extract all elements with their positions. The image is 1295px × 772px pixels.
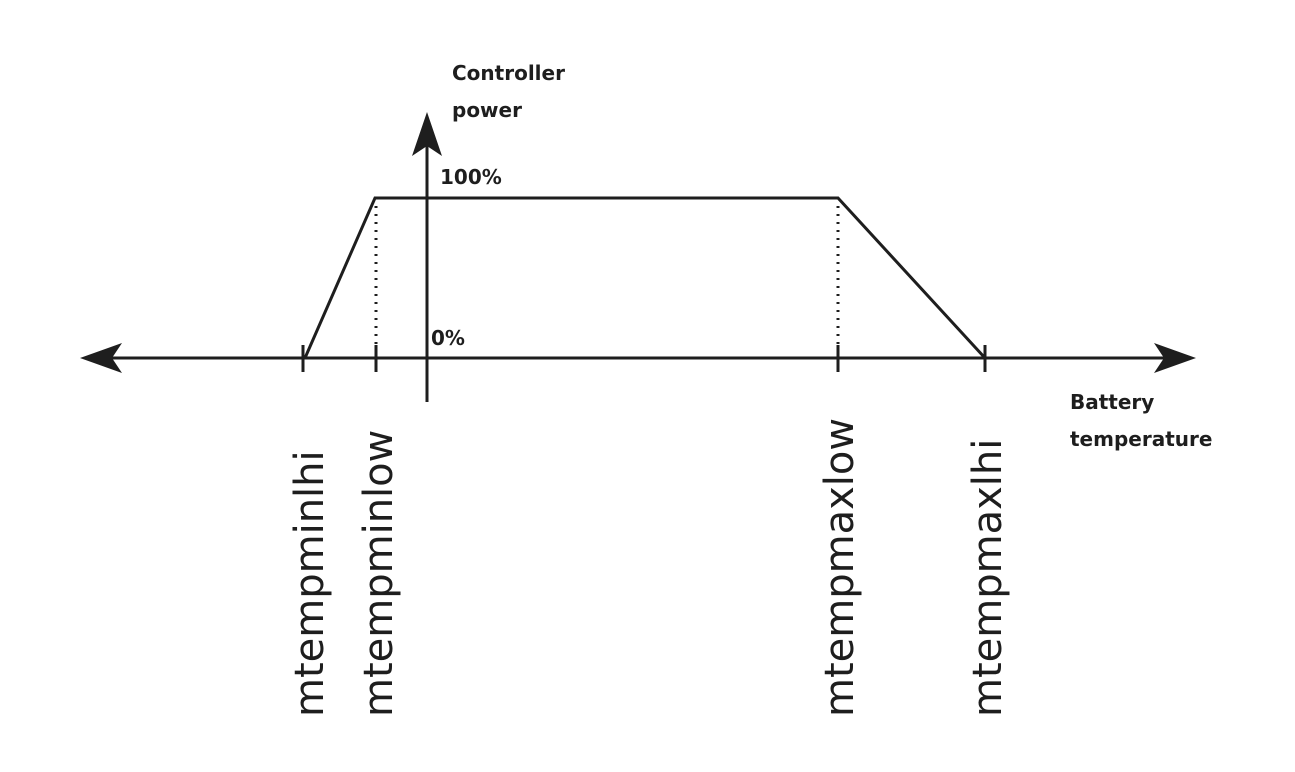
power-curve [303,196,987,360]
y-axis-label-line1: Controller [452,61,565,85]
x-axis-label-line2: temperature [1070,427,1212,451]
threshold-label-min-low: mtempminlow [356,430,402,717]
threshold-label-min-hi: mtempminlhi [287,450,333,717]
x-axis-right-arrow-icon [1154,343,1196,373]
level-max-label: 100% [440,165,502,189]
y-axis-label-line2: power [452,98,522,122]
threshold-label-max-hi: mtempmaxlhi [965,439,1011,717]
level-min-label: 0% [431,326,465,350]
x-axis-label-line1: Battery [1070,390,1154,414]
y-axis-up-arrow-icon [412,112,442,156]
threshold-label-max-low: mtempmaxlow [817,418,863,717]
x-axis-left-arrow-icon [80,343,122,373]
